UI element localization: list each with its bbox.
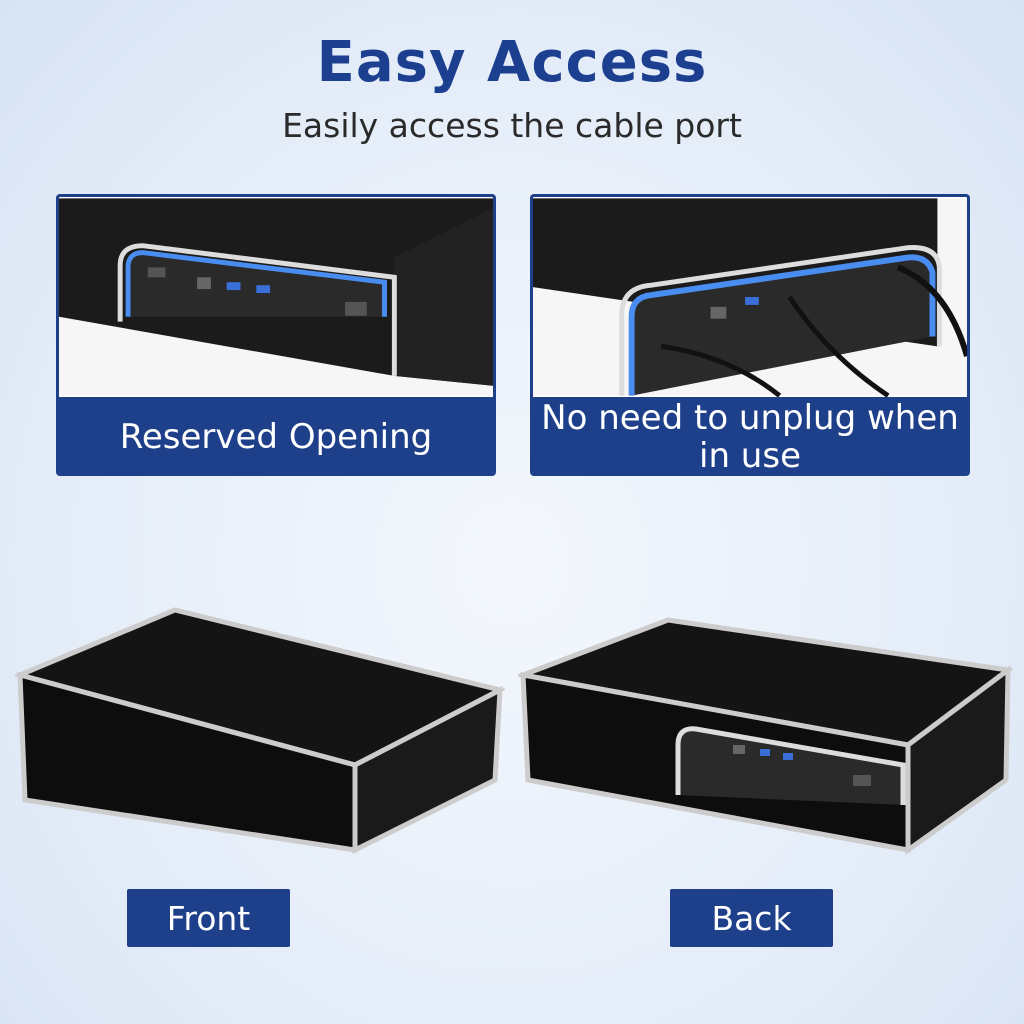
panel-reserved-opening: Reserved Opening	[56, 194, 496, 476]
page-title: Easy Access	[316, 30, 708, 95]
back-view-photo	[518, 617, 1013, 855]
panel-caption: Reserved Opening	[59, 397, 493, 473]
back-label: Back	[670, 889, 833, 947]
front-label: Front	[127, 889, 290, 947]
panel-caption: No need to unplug when in use	[533, 397, 967, 473]
panel-no-unplug: No need to unplug when in use	[530, 194, 970, 476]
page-subtitle: Easily access the cable port	[282, 106, 742, 145]
reserved-opening-photo	[59, 198, 493, 396]
no-unplug-photo	[533, 198, 967, 397]
front-view-photo	[15, 607, 505, 855]
